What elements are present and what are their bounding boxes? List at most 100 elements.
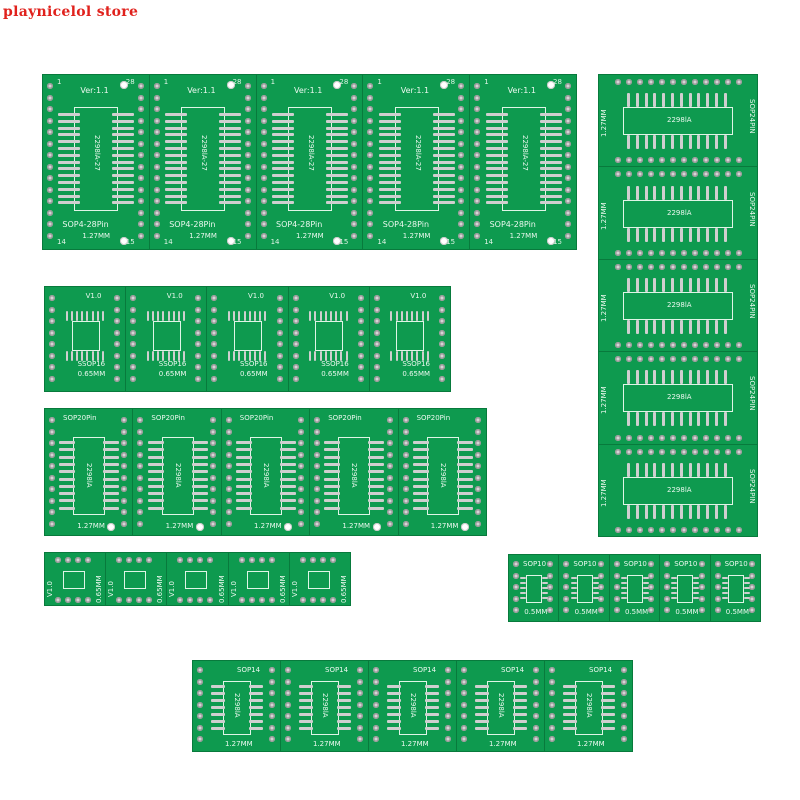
smd-pad [601, 699, 615, 702]
chip-outline [73, 437, 106, 515]
smd-pad [271, 187, 294, 191]
smd-pad [688, 504, 692, 519]
pad [725, 249, 731, 256]
pad [121, 486, 128, 492]
pad [461, 724, 467, 731]
smd-pad [671, 577, 678, 579]
smd-pad [395, 311, 398, 321]
smd-pad [671, 582, 678, 584]
pad [276, 329, 283, 336]
pin-number: 1 [57, 78, 62, 86]
pad [195, 341, 202, 347]
pad [474, 129, 481, 135]
smd-pad [324, 470, 341, 474]
pitch-label: 1.27MM [189, 232, 217, 240]
pad [136, 557, 143, 563]
package-label: SSOP16 [158, 360, 187, 368]
pad [260, 198, 267, 204]
pad [373, 667, 379, 673]
pad [121, 474, 128, 481]
pad [357, 375, 364, 382]
pad [474, 94, 481, 101]
part-number: 2298lA [667, 300, 692, 309]
smd-pad [219, 160, 242, 164]
smd-pad [592, 577, 599, 579]
pad [298, 497, 305, 504]
pad [121, 509, 128, 515]
smd-pad [271, 140, 294, 144]
smd-pad [520, 592, 527, 594]
pad [195, 306, 202, 313]
pad [211, 306, 218, 313]
pad [153, 152, 160, 158]
pad [670, 342, 676, 349]
pad [248, 597, 255, 603]
pitch-label: 1.27MM [295, 232, 324, 240]
pad [648, 171, 654, 178]
smd-pad [299, 720, 313, 723]
smd-pad [147, 506, 164, 510]
pad [474, 152, 481, 158]
smd-pad [59, 462, 76, 466]
pad [681, 434, 687, 441]
smd-pad [635, 412, 639, 427]
pin-number: 1 [484, 78, 489, 86]
part-number: 2298lA [667, 393, 692, 402]
chip-outline [501, 107, 546, 211]
pad [533, 724, 539, 731]
smd-pad [653, 319, 657, 334]
smd-pad [627, 319, 630, 334]
pad [402, 474, 409, 481]
smd-pad [697, 462, 701, 477]
smd-pad [337, 685, 351, 688]
pad [626, 342, 632, 349]
smd-pad [627, 93, 630, 108]
smd-pad [644, 504, 648, 519]
pad [533, 713, 539, 719]
pad [373, 352, 380, 359]
smd-pad [671, 185, 674, 200]
smd-pad [662, 462, 666, 477]
pad [298, 417, 305, 423]
pitch-label: 0.5MM [624, 608, 649, 616]
pad [49, 486, 55, 492]
smd-pad [324, 477, 341, 481]
smd-pad [475, 685, 489, 688]
pad [130, 306, 137, 313]
pad [55, 557, 61, 563]
pad [621, 736, 627, 742]
smd-pad [405, 351, 408, 361]
smd-pad [59, 441, 76, 444]
smd-pad [387, 713, 401, 716]
smd-pad [248, 311, 251, 321]
pad [564, 106, 571, 112]
smd-pad [165, 167, 188, 171]
smd-pad [662, 504, 666, 519]
smd-pad [723, 93, 727, 108]
pad [244, 209, 251, 216]
smd-pad [671, 135, 674, 150]
pad [626, 249, 632, 256]
smd-pad [653, 412, 657, 427]
pitch-label: 0.5MM [574, 608, 598, 616]
smd-pad [238, 311, 241, 321]
smd-pad [324, 311, 327, 321]
pad [225, 440, 232, 446]
pad [153, 198, 160, 204]
part-number: 2298lA [261, 463, 270, 488]
smd-pad [59, 455, 76, 459]
smd-pad [271, 153, 294, 157]
smd-pad [688, 277, 692, 292]
pad [260, 163, 267, 170]
smd-pad [697, 185, 701, 200]
pad [351, 117, 358, 124]
smd-pad [219, 126, 242, 130]
pad [748, 572, 755, 579]
pad [659, 342, 665, 349]
smd-pad [432, 160, 455, 164]
pad [47, 140, 53, 147]
pad [49, 318, 55, 324]
smd-pad [165, 153, 188, 157]
